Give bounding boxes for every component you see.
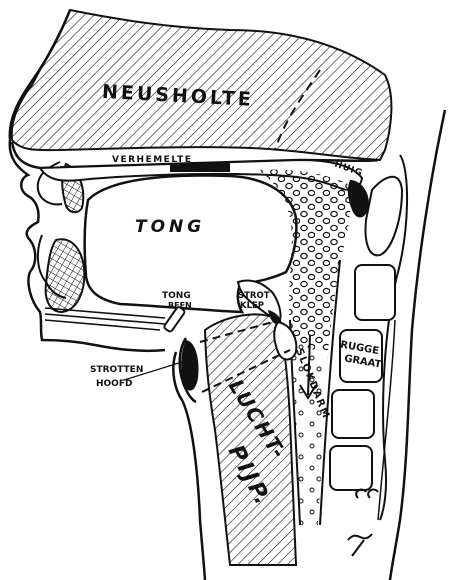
label-tongbeen-1: TONG: [162, 291, 191, 301]
label-tong: TONG: [135, 217, 205, 237]
vertebra-1: [366, 177, 402, 256]
label-strotklep-2: KLEP: [240, 301, 264, 311]
vertebra-5: [330, 446, 372, 490]
larynx-cartilage: [181, 340, 198, 391]
vertebra-4: [332, 390, 374, 438]
label-tongbeen-2: BEEN: [168, 301, 192, 310]
label-strottenhoofd-1: STROTTEN: [90, 365, 143, 375]
label-strotklep-1: STROT: [238, 291, 270, 301]
uvula: [348, 180, 369, 218]
hyoid-bone: [163, 306, 185, 332]
nasal-cavity: [12, 10, 392, 160]
label-verhemelte: VERHEMELTE: [112, 155, 192, 165]
spine-squiggle: [348, 490, 378, 556]
lower-teeth: [46, 239, 85, 312]
label-strottenhoofd-2: HOOFD: [96, 379, 132, 389]
vertebra-2: [355, 265, 395, 320]
